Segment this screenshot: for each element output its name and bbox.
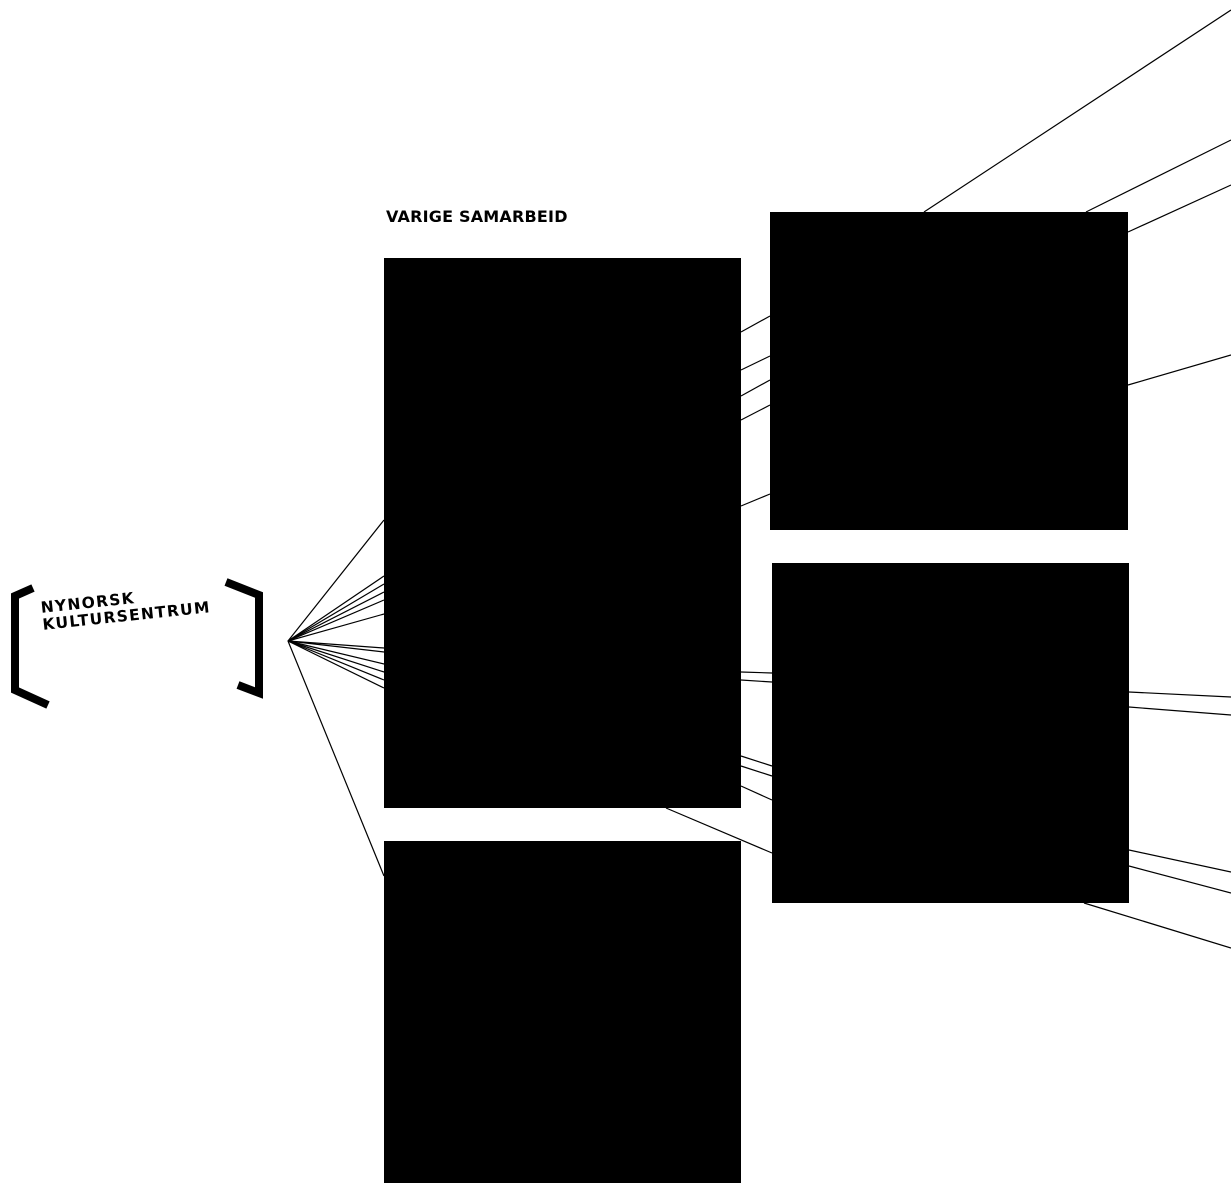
connector-line [287, 640, 385, 877]
partner-block-left-top[interactable] [384, 258, 741, 808]
connector-line [287, 640, 385, 649]
section-title: VARIGE SAMARBEID [386, 207, 568, 226]
nynorsk-kultursentrum-logo [8, 572, 270, 712]
connector-line [1128, 706, 1231, 716]
connector-line [1128, 865, 1231, 894]
connector-line [1127, 354, 1231, 386]
logo-left-bracket [11, 584, 50, 709]
partner-block-right-top[interactable] [770, 212, 1128, 530]
connector-line [287, 640, 385, 673]
connector-line [740, 755, 773, 767]
connector-line [287, 640, 385, 653]
connector-line [665, 807, 773, 854]
connector-line [740, 493, 771, 507]
connector-line [1083, 902, 1231, 949]
connector-line [740, 379, 771, 397]
logo-right-bracket [224, 578, 263, 699]
connector-line [740, 404, 771, 421]
connector-line [287, 613, 385, 642]
connector-line [740, 315, 771, 333]
connector-line [740, 785, 773, 801]
connector-line [287, 599, 385, 642]
connector-line [1085, 139, 1231, 213]
connector-line [287, 583, 385, 642]
logo-bracket-shapes [11, 578, 263, 709]
connector-line [740, 765, 773, 777]
connector-line [923, 9, 1231, 213]
connector-line [287, 519, 385, 642]
connector-line [1128, 691, 1231, 698]
connector-line [287, 640, 385, 689]
connector-line [1127, 184, 1231, 233]
partner-block-right-bottom[interactable] [772, 563, 1129, 903]
connector-line [287, 591, 385, 642]
connector-line [1128, 849, 1231, 873]
connector-line [740, 679, 773, 683]
connector-line [287, 640, 385, 681]
connector-line [287, 575, 385, 642]
connector-line [740, 671, 773, 674]
connector-line [740, 355, 771, 371]
partner-block-left-bottom[interactable] [384, 841, 741, 1183]
connector-line [287, 640, 385, 665]
